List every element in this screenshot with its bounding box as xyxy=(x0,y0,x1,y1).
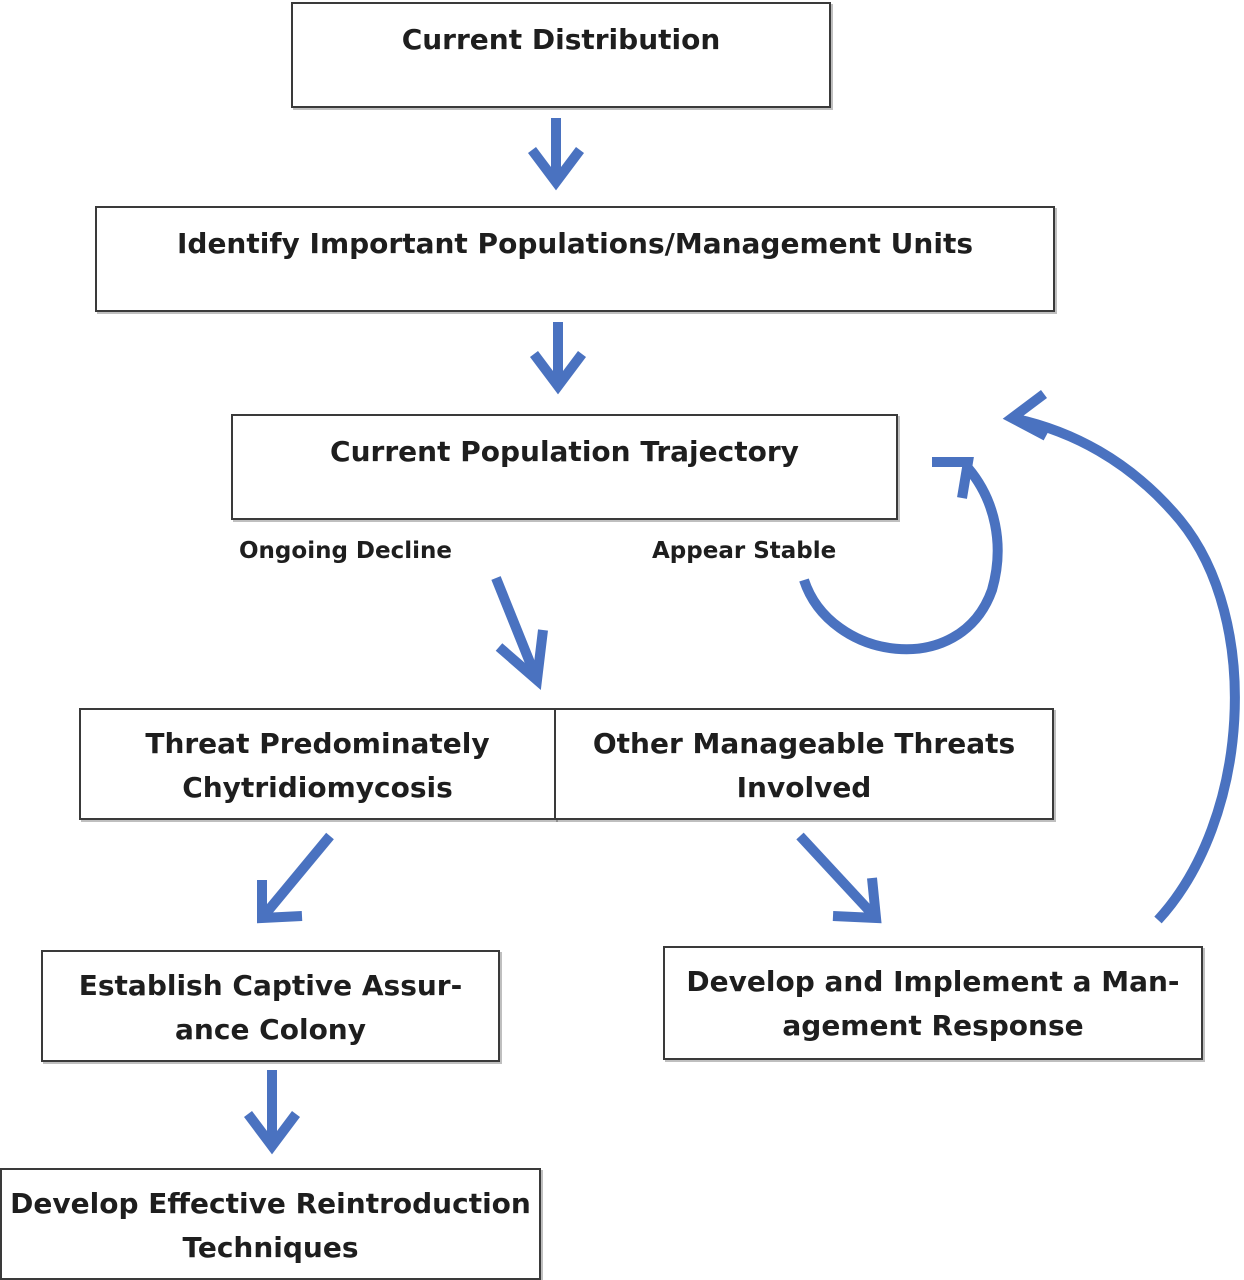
node-text: ance Colony xyxy=(175,1013,366,1046)
arrow-management-feedback xyxy=(1002,390,1240,924)
arrow-distribution-to-identify xyxy=(528,118,584,191)
node-text: Threat Predominately xyxy=(145,727,490,760)
node-text: Other Manageable Threats xyxy=(592,727,1016,760)
node-captive-colony: Establish Captive Assur- ance Colony xyxy=(41,950,500,1062)
node-other-threats: Other Manageable Threats Involved xyxy=(554,708,1054,820)
node-threat-chytrid: Threat Predominately Chytridiomycosis xyxy=(79,708,556,820)
node-text: Chytridiomycosis xyxy=(182,771,453,804)
node-text: Establish Captive Assur- xyxy=(78,969,463,1002)
arrow-ongoing-decline xyxy=(491,576,548,690)
node-text: Current Population Trajectory xyxy=(330,435,799,468)
node-identify-units: Identify Important Populations/Managemen… xyxy=(95,206,1055,312)
node-management-response: Develop and Implement a Man- agement Res… xyxy=(663,946,1203,1060)
label-ongoing-decline: Ongoing Decline xyxy=(239,538,452,564)
arrow-captive-to-reintroduction xyxy=(244,1070,300,1155)
node-population-trajectory: Current Population Trajectory xyxy=(231,414,898,520)
node-text: Involved xyxy=(736,771,872,804)
node-text: Develop Effective Reintroduction xyxy=(10,1187,531,1220)
node-text: agement Response xyxy=(782,1009,1084,1042)
node-reintroduction: Develop Effective Reintroduction Techniq… xyxy=(0,1168,541,1280)
arrow-threats-to-management xyxy=(796,832,882,924)
label-appear-stable: Appear Stable xyxy=(652,538,837,564)
node-text: Current Distribution xyxy=(401,23,721,56)
node-text: Techniques xyxy=(182,1231,359,1264)
node-current-distribution: Current Distribution xyxy=(291,2,831,108)
node-text: Identify Important Populations/Managemen… xyxy=(176,227,974,260)
node-text: Develop and Implement a Man- xyxy=(686,965,1180,998)
arrow-identify-to-trajectory xyxy=(530,322,586,395)
arrow-chytrid-to-captive xyxy=(257,832,334,924)
